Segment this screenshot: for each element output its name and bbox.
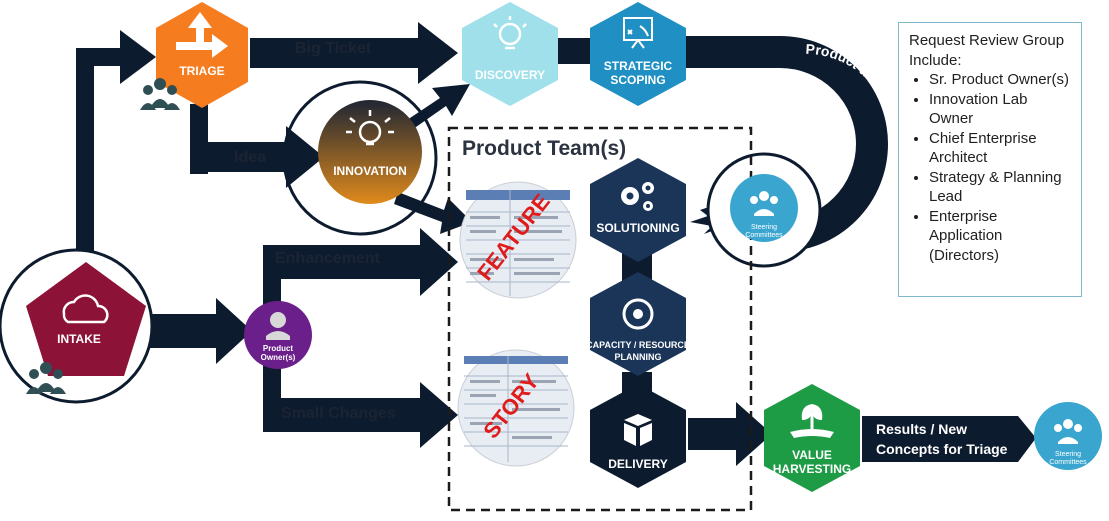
- review-group-heading-2: Include:: [909, 51, 962, 69]
- split-arrow-icon: [176, 12, 228, 58]
- list-item: Chief Enterprise Architect: [929, 129, 1073, 168]
- cloud-icon: [62, 294, 109, 324]
- steering-label-2: Committees: [745, 232, 783, 239]
- arrow-innovation-feature: [394, 192, 472, 234]
- connector-discovery-scoping: [555, 38, 595, 64]
- strategic-scoping-label-1: STRATEGIC: [604, 59, 673, 73]
- arrow-head-innovation: [286, 126, 324, 188]
- strategic-scoping-label-2: SCOPING: [610, 73, 665, 87]
- arrow-intake-to-triage: [76, 48, 128, 66]
- arrow-idea: [190, 142, 290, 172]
- review-group-heading-1: Request Review Group: [909, 32, 1065, 49]
- list-item: Enterprise Application (Directors): [929, 207, 1073, 266]
- box-icon: [624, 414, 652, 446]
- arrow-delivery-value: [688, 418, 740, 450]
- steering-circle-results: [1034, 402, 1102, 470]
- product-owner-label-1: Product: [263, 344, 294, 353]
- strategy-board-icon: [623, 17, 653, 49]
- strategic-scoping-hexagon: [590, 2, 686, 106]
- group-icon: [750, 191, 778, 216]
- arrow-intake-owner: [150, 314, 220, 348]
- list-item: Innovation Lab Owner: [929, 90, 1073, 129]
- capacity-label-2: PLANNING: [615, 352, 662, 362]
- arrow-enhancement: [263, 245, 423, 279]
- people-group-icon: [140, 78, 180, 110]
- value-harvesting-label-1: VALUE: [792, 448, 832, 462]
- innovation-label: INNOVATION: [333, 164, 407, 178]
- gears-icon: [621, 182, 654, 211]
- triage-label: TRIAGE: [179, 64, 224, 78]
- arrow-head-story: [420, 382, 458, 448]
- review-group-list: Sr. Product Owner(s) Innovation Lab Owne…: [909, 70, 1073, 265]
- solutioning-hexagon: [590, 158, 686, 262]
- feature-image: [459, 181, 577, 299]
- discovery-label: DISCOVERY: [475, 68, 545, 82]
- value-harvesting-hexagon: [764, 384, 860, 492]
- lightbulb-burst-icon: [346, 110, 394, 146]
- group-icon: [1054, 419, 1082, 444]
- intake-pentagon: [26, 262, 146, 376]
- enhancement-label: Enhancement: [275, 250, 380, 267]
- results-label-1: Results / New: [876, 421, 967, 437]
- arrow-small-changes: [263, 398, 423, 432]
- capacity-label-1: CAPACITY / RESOURCE: [586, 340, 690, 350]
- delivery-hexagon: [590, 384, 686, 488]
- arrow-results: [862, 416, 1036, 462]
- innovation-ring: [282, 80, 438, 236]
- steering-label-1: Steering: [751, 224, 777, 231]
- steering-results-label-2: Committees: [1049, 459, 1087, 466]
- small-changes-label: Small Changes: [281, 405, 396, 422]
- idea-label: Idea: [234, 149, 267, 166]
- steering-results-label-1: Steering: [1055, 451, 1081, 458]
- capacity-hexagon: [590, 272, 686, 376]
- discovery-hexagon: [462, 2, 558, 106]
- steering-circle-main: [730, 174, 798, 242]
- list-item: Sr. Product Owner(s): [929, 70, 1073, 90]
- results-label-2: Concepts for Triage: [876, 441, 1008, 457]
- arrow-head-discovery: [418, 22, 458, 84]
- arrow-big-ticket: [250, 38, 420, 68]
- arrow-head-owner: [216, 298, 252, 364]
- big-ticket-label: Big Ticket: [295, 40, 372, 57]
- product-owner-label-2: Owner(s): [261, 353, 296, 362]
- arrow-intake-up: [76, 48, 94, 263]
- intake-label: INTAKE: [57, 332, 101, 346]
- person-icon: [266, 312, 290, 340]
- innovation-circle: [318, 100, 422, 204]
- cycle-icon: [622, 298, 654, 330]
- arrow-head-triage: [120, 30, 156, 84]
- delivery-label: DELIVERY: [608, 457, 668, 471]
- lightbulb-icon: [493, 16, 527, 50]
- arrow-innovation-discovery: [398, 84, 470, 134]
- list-item: Strategy & Planning Lead: [929, 168, 1073, 207]
- people-group-icon: [26, 362, 66, 394]
- triage-hexagon: [156, 2, 248, 108]
- product-team-title: Product Team(s): [462, 137, 627, 160]
- review-group-box: Request Review Group Include: Sr. Produc…: [898, 22, 1082, 297]
- arrow-head-value: [736, 402, 772, 466]
- solutioning-label: SOLUTIONING: [596, 221, 679, 235]
- plant-hand-icon: [790, 404, 834, 438]
- story-image: [457, 349, 575, 467]
- arrow-head-feature: [420, 228, 458, 296]
- value-harvesting-label-2: HARVESTING: [773, 462, 851, 476]
- product-team-box: [447, 126, 753, 512]
